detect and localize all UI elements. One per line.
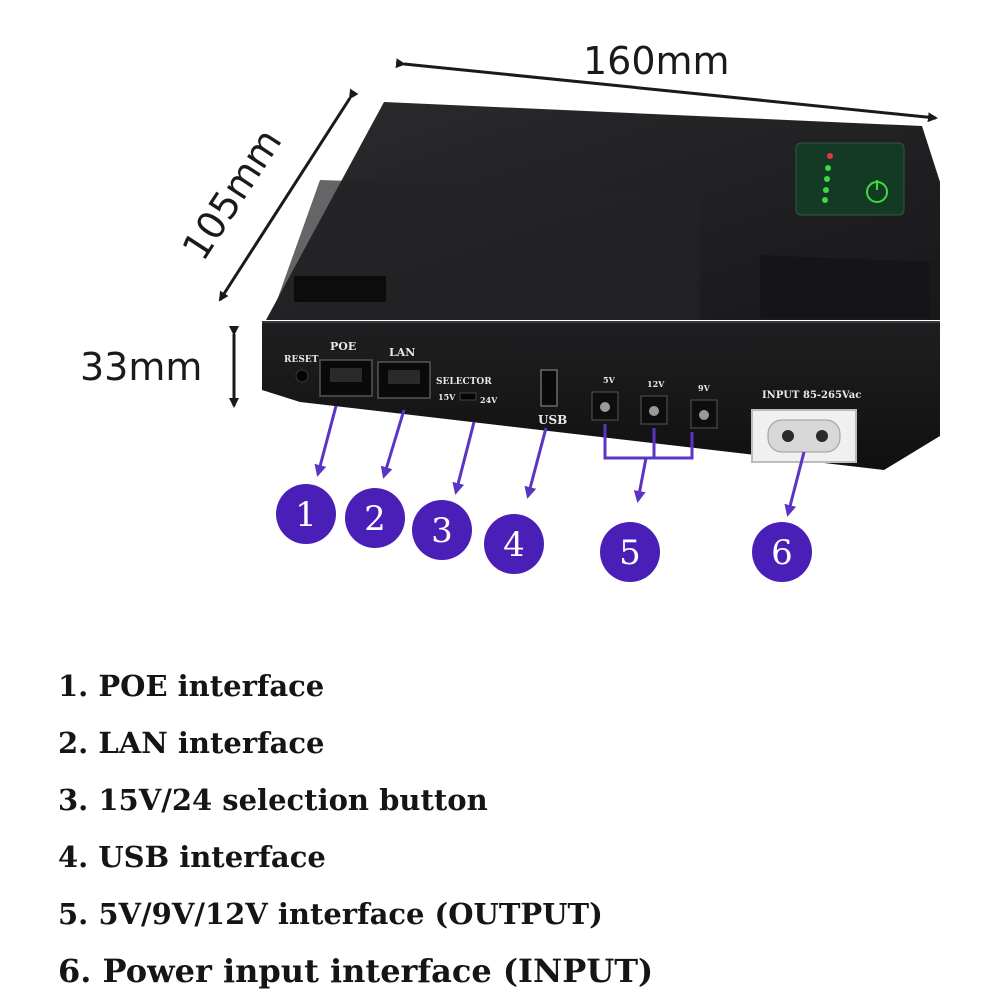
device-label-area xyxy=(294,276,386,302)
lan-label: LAN xyxy=(389,346,415,359)
callout-arrow-6 xyxy=(784,451,806,517)
length-arrow xyxy=(395,58,938,123)
led-red-icon xyxy=(827,153,833,159)
selector-high-label: 24V xyxy=(480,395,498,405)
usb-label: USB xyxy=(538,413,567,427)
led-green-icon xyxy=(824,176,830,182)
callout-arrow-4 xyxy=(524,427,548,499)
callout-arrows xyxy=(314,405,806,517)
callout-number-3: 3 xyxy=(431,511,453,551)
poe-label: POE xyxy=(330,340,356,353)
callout-circle-6 xyxy=(752,522,812,582)
legend-item: 2. LAN interface xyxy=(58,726,325,760)
callout-arrow-3 xyxy=(452,421,476,495)
callout-number-6: 6 xyxy=(771,533,793,573)
callout-arrow-2 xyxy=(380,409,406,479)
led-green-icon xyxy=(823,187,829,193)
input-socket-pin xyxy=(816,430,828,442)
input-socket-pin xyxy=(782,430,794,442)
callout-circles: 1 2 3 4 5 6 xyxy=(276,484,812,582)
output-9v-label: 9V xyxy=(698,383,711,393)
usb-port xyxy=(540,369,558,407)
power-device: RESET POE LAN SELECTOR 15V 24V USB 5V 12… xyxy=(262,102,940,470)
selector-label: SELECTOR xyxy=(436,377,492,387)
legend-item: 5. 5V/9V/12V interface (OUTPUT) xyxy=(58,897,603,931)
input-label: INPUT 85-265Vac xyxy=(762,390,861,401)
callout-number-1: 1 xyxy=(295,495,317,535)
output-9v-pin xyxy=(699,410,709,420)
selector-switch xyxy=(459,392,477,401)
callout-number-2: 2 xyxy=(364,499,386,539)
lan-port-inner xyxy=(388,370,420,384)
selector-low-label: 15V xyxy=(438,392,456,402)
callout-number-4: 4 xyxy=(503,525,525,565)
height-label: 33mm xyxy=(80,345,202,389)
led-green-icon xyxy=(825,165,831,171)
poe-port-inner xyxy=(330,368,362,382)
reset-hole xyxy=(295,369,309,383)
callout-number-5: 5 xyxy=(619,533,641,573)
callout-arrow-1 xyxy=(314,405,338,477)
callout-circle-3 xyxy=(412,500,472,560)
legend-item: 3. 15V/24 selection button xyxy=(58,783,488,817)
callout-circle-2 xyxy=(345,488,405,548)
width-arrow xyxy=(218,88,359,302)
callout-circle-1 xyxy=(276,484,336,544)
status-panel xyxy=(795,142,905,216)
length-label: 160mm xyxy=(583,39,730,83)
output-5v-label: 5V xyxy=(603,375,616,385)
output-12v-label: 12V xyxy=(647,379,665,389)
legend-item: 6. Power input interface (INPUT) xyxy=(58,952,654,990)
output-5v-pin xyxy=(600,402,610,412)
callout-circle-5 xyxy=(600,522,660,582)
callout-bracket-5 xyxy=(603,424,694,460)
callout-arrow-5 xyxy=(633,457,648,503)
reset-label: RESET xyxy=(284,355,319,365)
device-panel-shade-2 xyxy=(760,255,930,318)
interface-legend: 1. POE interface 2. LAN interface 3. 15V… xyxy=(58,664,958,1006)
poe-port xyxy=(319,359,373,397)
legend-item: 1. POE interface xyxy=(58,669,325,703)
input-socket-inner xyxy=(767,419,841,453)
width-label: 105mm xyxy=(174,121,291,268)
output-12v-pin xyxy=(649,406,659,416)
callout-circle-4 xyxy=(484,514,544,574)
legend-item: 4. USB interface xyxy=(58,840,326,874)
led-green-icon xyxy=(822,197,828,203)
